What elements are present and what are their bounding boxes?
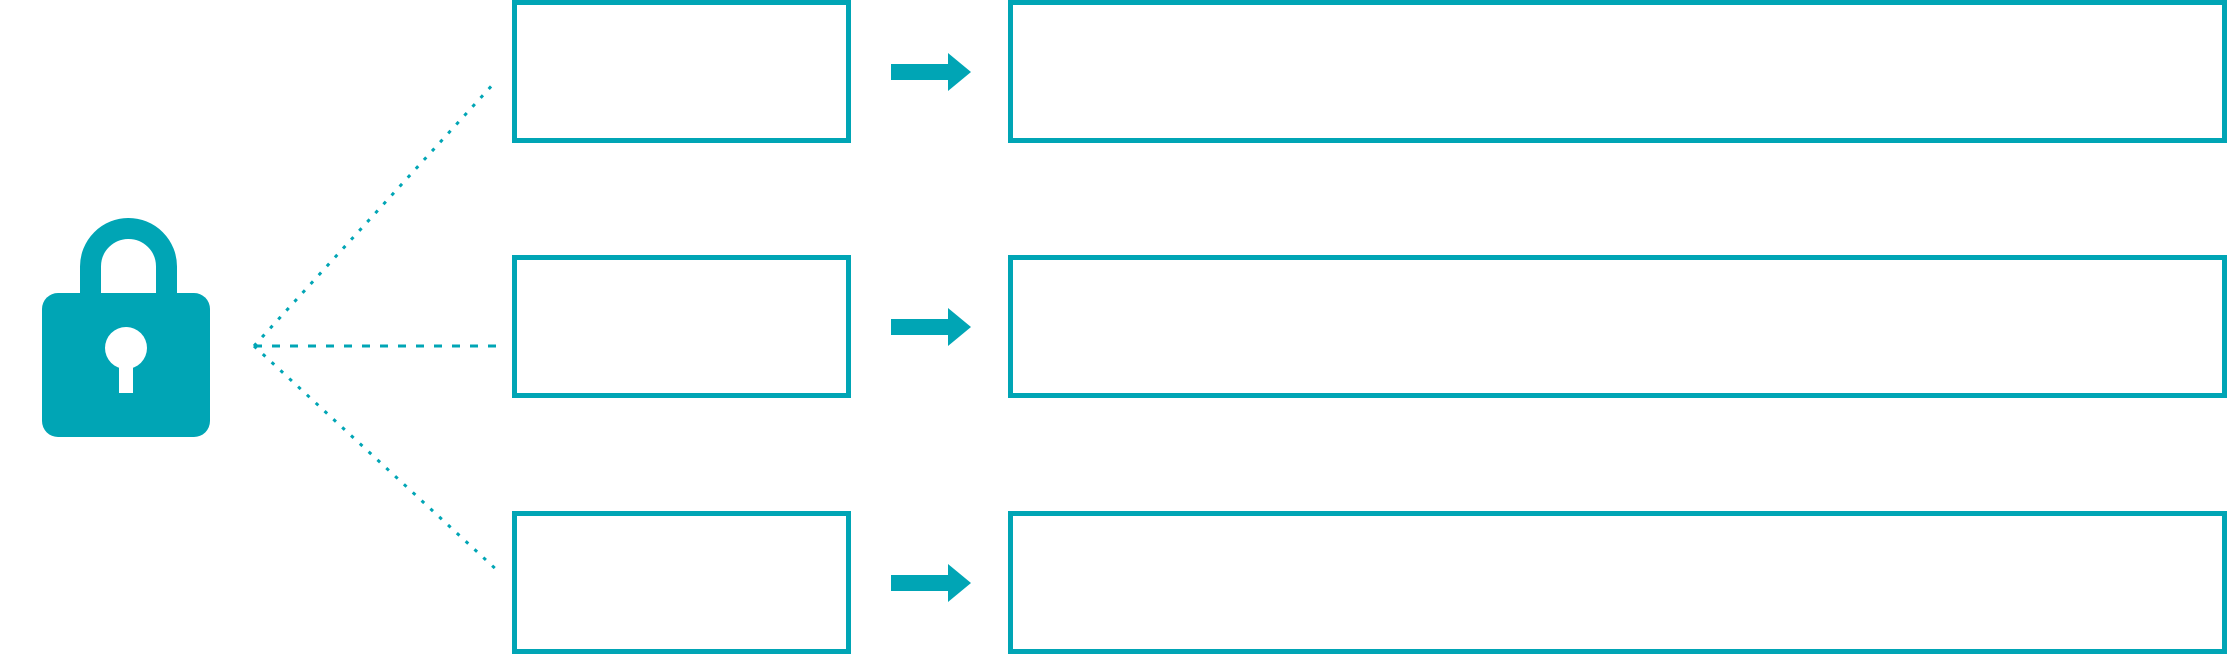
connector-line-top <box>252 79 498 348</box>
lock-shackle <box>80 218 177 296</box>
large-box-1 <box>1008 0 2227 143</box>
small-box-1 <box>512 0 851 143</box>
lock-keyhole-stem <box>119 348 133 393</box>
connector-line-bottom <box>252 344 501 574</box>
lock-icon <box>42 218 210 437</box>
right-arrow-icon <box>891 564 971 602</box>
large-box-3 <box>1008 511 2227 654</box>
small-box-3 <box>512 511 851 654</box>
large-box-2 <box>1008 255 2227 398</box>
small-box-2 <box>512 255 851 398</box>
right-arrow-icon <box>891 308 971 346</box>
right-arrow-icon <box>891 53 971 91</box>
